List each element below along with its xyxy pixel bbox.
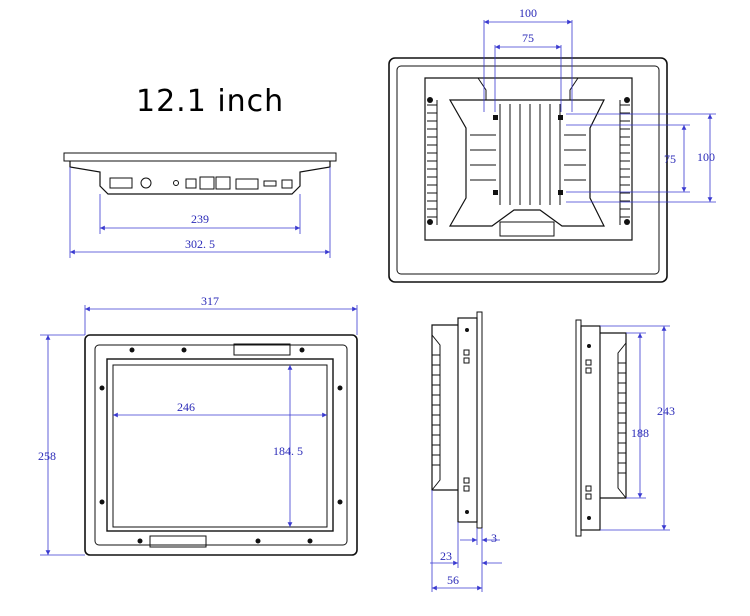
usb-port [185,178,197,189]
side-body [431,324,458,491]
switch [281,179,293,189]
dim-vesa-outer-h: 100 [519,6,537,20]
heatsink-fins [470,104,586,205]
dim-depth-total: 56 [447,573,459,587]
lan-port [215,176,231,190]
back-housing [424,77,633,241]
dim-vesa-outer-v: 100 [697,150,715,164]
back-bracket [499,221,555,237]
front-bezel [106,358,334,532]
dim-body-height: 188 [631,426,649,440]
side-fins [617,342,627,499]
dim-frame-thickness: 3 [491,531,497,545]
side-frame [457,317,478,523]
top-view-screw [112,154,118,160]
top-view-frame [63,152,337,162]
dim-screen-width: 246 [177,400,195,414]
back-screw [624,97,630,103]
side-fins [431,334,441,491]
side-front-plate [476,311,483,529]
drawing-title: 12.1 inch [136,84,285,119]
front-view: 317 246 184. 5 258 [38,294,358,556]
lan-port [199,176,215,190]
back-view: 100 75 75 100 [388,6,716,283]
side-view-right: 243 188 [575,319,675,537]
dim-front-height: 258 [38,449,56,463]
top-view-screw [282,154,288,160]
screen [112,364,328,528]
dim-screen-height: 184. 5 [273,444,303,458]
back-inner-frame [396,65,660,275]
back-screw [427,97,433,103]
front-outer-frame [84,334,358,556]
dim-inner-width: 239 [191,212,209,226]
right-fins [619,100,630,225]
dim-bezel-depth: 23 [440,549,452,563]
top-tab [233,343,291,356]
dim-vesa-inner-v: 75 [664,152,676,166]
dim-vesa-inner-h: 75 [522,31,534,45]
usb-port [263,180,277,187]
vga-port [109,177,133,189]
back-outer-frame [388,57,668,283]
side-body [600,332,627,499]
bottom-tab [149,535,207,548]
heatsink [448,99,605,227]
side-view-left: 56 23 3 [430,311,502,592]
side-frame [580,325,601,531]
top-view: 239 302. 5 [63,152,337,258]
power-jack [140,177,152,189]
back-screw [427,219,433,225]
dim-panel-height: 243 [657,404,675,418]
com-port [235,178,259,190]
back-screw [624,219,630,225]
front-inner-frame [94,344,348,546]
left-fins [427,100,438,225]
dim-front-width: 317 [201,294,219,308]
side-front-plate [575,319,582,537]
top-view-body [69,161,331,195]
dim-outer-width: 302. 5 [185,237,215,251]
audio-port [173,180,179,186]
